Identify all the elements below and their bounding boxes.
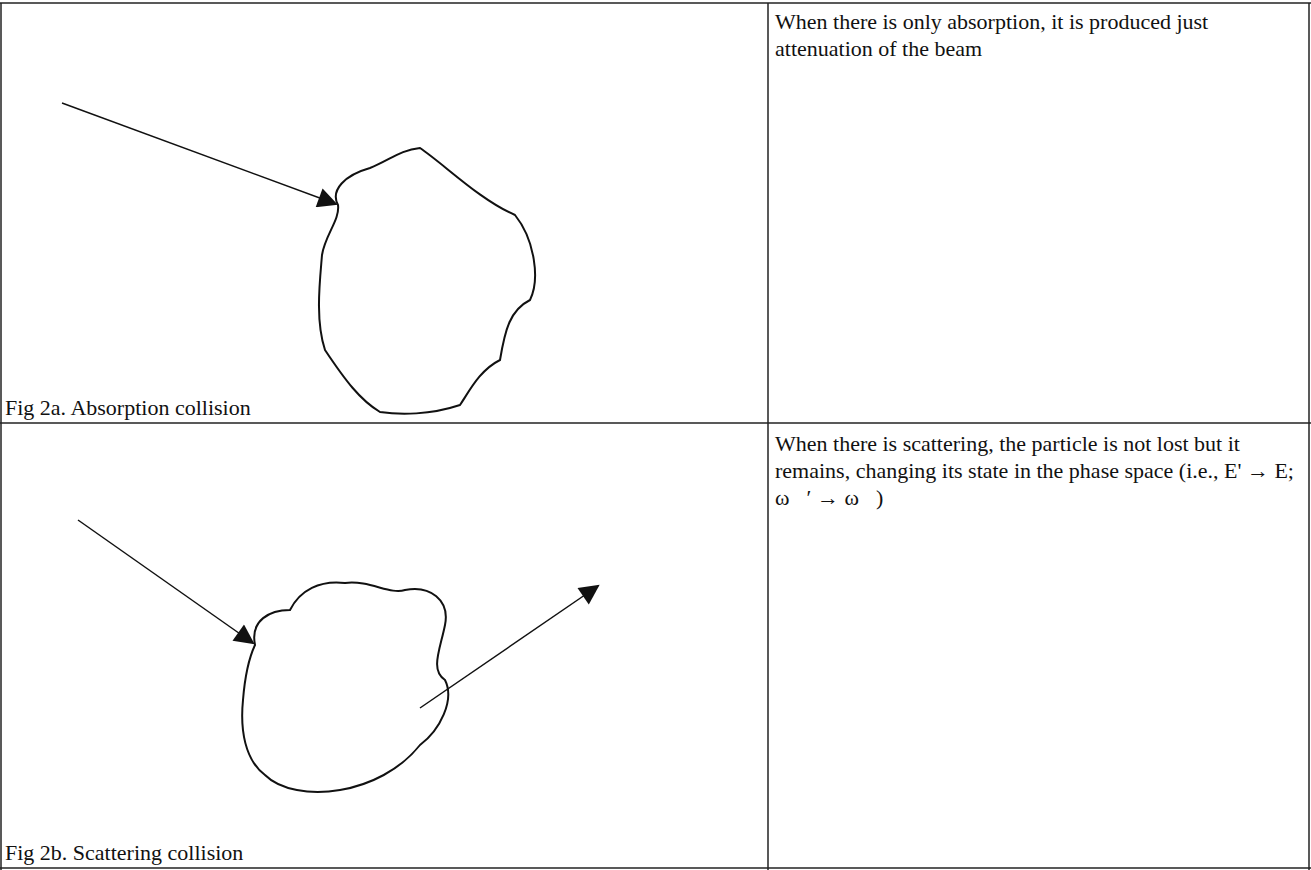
incident-arrow [78, 520, 253, 643]
target-blob [319, 148, 535, 414]
scattered-arrow [420, 586, 598, 708]
table-grid [0, 3, 1311, 870]
figure-caption: Fig 2b. Scattering collision [5, 839, 745, 866]
description-text: When there is only absorption, it is pro… [775, 8, 1300, 62]
description-text: When there is scattering, the particle i… [775, 430, 1300, 511]
target-blob [242, 582, 448, 791]
figure-caption: Fig 2a. Absorption collision [5, 394, 745, 421]
incident-arrow [62, 103, 336, 204]
